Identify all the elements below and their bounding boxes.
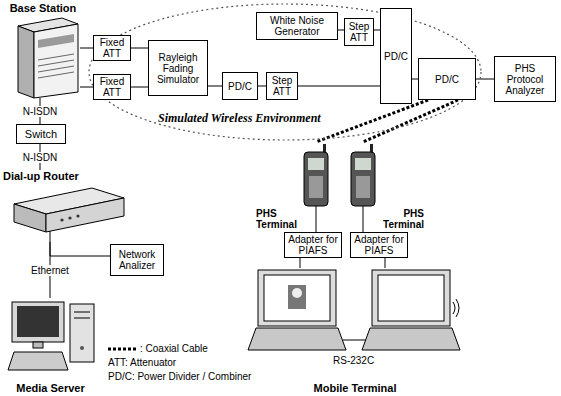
note-text: ATT: Attenuator [108,357,176,368]
media-server-icon [8,302,94,370]
divider-box: PD/C [380,8,412,104]
line-label: N-ISDN [21,152,59,163]
box-label: Step ATT [347,21,371,43]
note-text: PD/C: Power Divider / Combiner [108,371,251,382]
switch-box: Switch [16,124,66,144]
divider-box: PD/C [222,72,258,100]
legend-text: : Coaxial Cable [140,343,208,354]
connector-line [131,87,148,88]
node-label: Mobile Terminal [314,382,397,394]
connector-line [258,86,266,87]
analyzer-box: Network Analizer [110,244,164,276]
box-label: Step ATT [269,75,295,97]
router: Dial-up Router [3,170,128,242]
legend-sample [108,343,138,355]
box-label: PHS Protocol Analyzer [497,63,553,96]
simulator-box: Rayleigh Fading Simulator [148,40,208,96]
laptop-icon [248,270,460,350]
adapter-box: Adapter for PIAFS [350,232,408,258]
box-label: Adapter for PIAFS [353,234,405,256]
phs-terminal: PHS Terminal [348,142,424,230]
attenuator-box: Fixed ATT [93,74,131,100]
router-icon [14,188,124,242]
box-label: Fixed ATT [96,37,128,59]
phs-terminal: PHS Terminal [256,142,332,230]
connector-line [80,87,93,88]
box-label: Rayleigh Fading Simulator [151,52,205,85]
divider-box: PD/C [418,58,476,100]
connector-line [300,258,301,268]
base-station-icon [18,18,78,98]
connector-line [208,86,222,87]
analyzer-box: PHS Protocol Analyzer [494,56,556,102]
adapter-box: Adapter for PIAFS [284,232,342,258]
generator-box: White Noise Generator [256,12,338,40]
coaxial-sample [108,348,136,351]
connector-line [298,86,380,87]
node-label: Dial-up Router [3,170,79,182]
base-station: Base Station [6,2,80,98]
connector-line [385,258,386,268]
box-label: PD/C [384,51,408,62]
dashed-ellipse [89,4,481,140]
node-label: Base Station [10,2,77,14]
attenuator-box: Fixed ATT [93,35,131,61]
line-label: N-ISDN [21,106,59,117]
connector-line [476,79,494,80]
connector-line [131,48,148,49]
attenuator-box: Step ATT [266,72,298,100]
box-label: White Noise Generator [259,15,335,37]
phs-handset-icon [304,144,375,230]
box-label: PD/C [435,74,459,85]
coaxial-cable [363,100,458,142]
note-text: RS-232C [333,355,374,366]
node-label: PHS Terminal [256,208,304,230]
node-label: Simulated Wireless Environment [158,112,321,125]
node-label: Media Server [16,382,84,394]
connector-line [50,242,110,256]
line-label: Ethernet [29,265,71,276]
box-label: Adapter for PIAFS [287,234,339,256]
box-label: Network Analizer [113,249,161,271]
box-label: Fixed ATT [96,76,128,98]
environment-region: Simulated Wireless Environment Fixed ATT F… [86,2,484,142]
mobile-terminal: Mobile Terminal [248,268,462,394]
media-server: Media Server [3,298,98,394]
box-label: PD/C [228,81,252,92]
node-label: PHS Terminal [376,208,424,230]
box-label: Switch [25,128,57,140]
attenuator-box: Step ATT [344,18,374,46]
connector-line [80,48,93,49]
